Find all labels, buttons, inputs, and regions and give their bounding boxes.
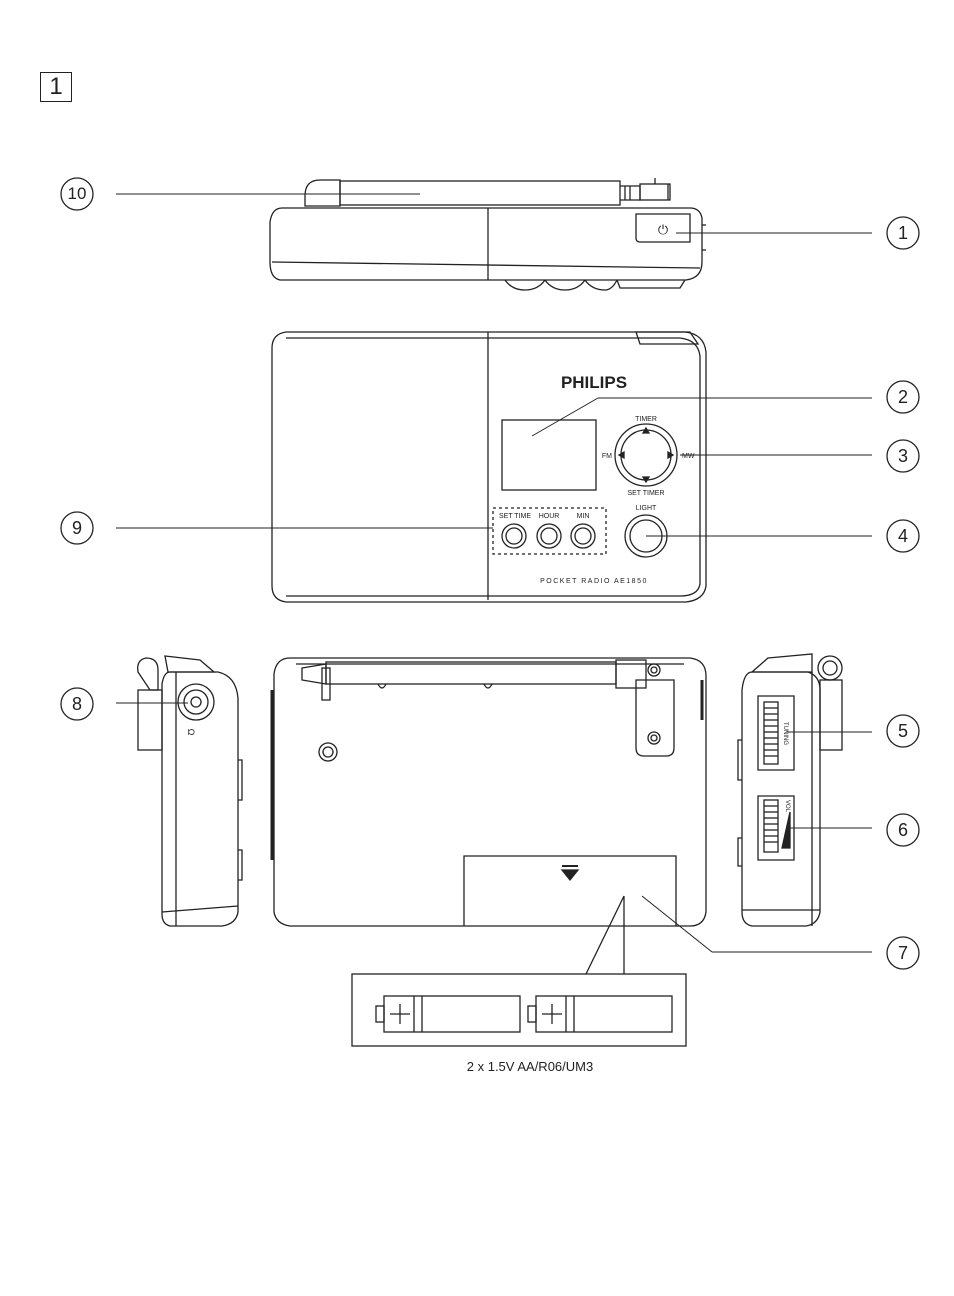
fm-label: FM: [602, 453, 612, 460]
callout-10: [60, 177, 94, 211]
lcd-display: [501, 419, 597, 491]
callout-2: [886, 380, 920, 414]
back-view: [270, 657, 707, 927]
battery-inset: [351, 895, 687, 1047]
front-view: [271, 331, 707, 603]
headphone-jack[interactable]: [177, 683, 215, 721]
callout-9: [60, 511, 94, 545]
min-label: MIN: [577, 513, 590, 520]
set-timer-label: SET TIMER: [627, 490, 664, 497]
hour-button[interactable]: [536, 523, 562, 549]
battery-2: [527, 995, 673, 1033]
light-label: LIGHT: [636, 505, 657, 512]
right-side-view: [737, 653, 843, 927]
set-time-label: SET TIME: [499, 513, 531, 520]
leader-lines: [116, 193, 872, 953]
figure-number: 1: [40, 72, 72, 102]
vol-label: VOL: [784, 800, 790, 813]
antenna: [304, 178, 671, 207]
tuning-label: TUNING: [782, 722, 788, 745]
model-label: POCKET RADIO AE1850: [540, 578, 648, 585]
callout-3-label: 3: [898, 446, 908, 466]
callout-6: [886, 813, 920, 847]
callout-6-label: 6: [898, 820, 908, 840]
battery-1: [375, 995, 521, 1033]
timer-label: TIMER: [635, 416, 657, 423]
battery-door[interactable]: [463, 855, 677, 926]
tuning-wheel[interactable]: [757, 695, 795, 771]
time-buttons-group: [492, 507, 607, 555]
callout-5: [886, 714, 920, 748]
callout-1-label: 1: [898, 223, 908, 243]
callout-4-label: 4: [898, 526, 908, 546]
callout-9-label: 9: [72, 518, 82, 538]
headphone-symbol: Ω: [186, 729, 196, 736]
callout-4: [886, 519, 920, 553]
callout-3: [886, 439, 920, 473]
set-time-button[interactable]: [501, 523, 527, 549]
top-view: [269, 178, 706, 291]
power-button[interactable]: [635, 213, 691, 243]
min-button[interactable]: [570, 523, 596, 549]
volume-wheel[interactable]: [757, 795, 795, 861]
callout-7: [886, 936, 920, 970]
mw-label: MW: [682, 453, 695, 460]
callout-8-label: 8: [72, 694, 82, 714]
tuning-ring[interactable]: [614, 423, 678, 487]
callout-1: [886, 216, 920, 250]
callout-10-label: 10: [68, 184, 87, 203]
power-symbol: ⏻: [658, 222, 668, 237]
hour-label: HOUR: [539, 513, 560, 520]
callouts: [60, 177, 920, 970]
callout-5-label: 5: [898, 721, 908, 741]
brand-logo: PHILIPS: [561, 373, 627, 392]
left-side-view: [137, 655, 243, 927]
callout-2-label: 2: [898, 387, 908, 407]
battery-spec: 2 x 1.5V AA/R06/UM3: [467, 1059, 593, 1074]
callout-8: [60, 687, 94, 721]
callout-7-label: 7: [898, 943, 908, 963]
